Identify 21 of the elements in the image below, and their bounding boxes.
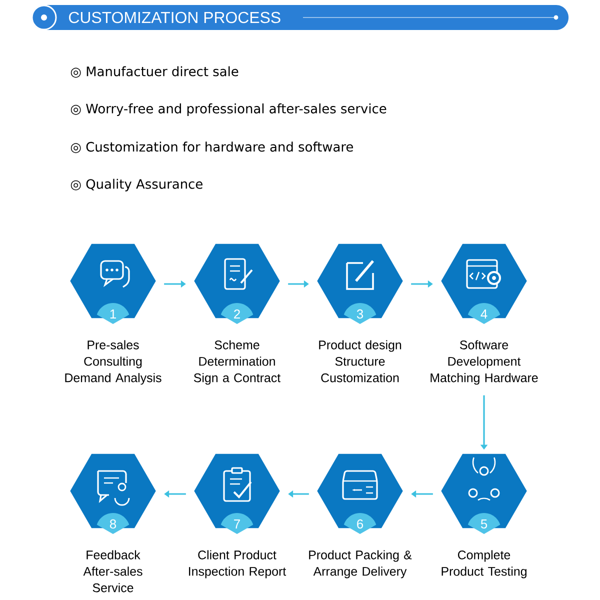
- title-banner: CUSTOMIZATION PROCESS: [31, 4, 568, 30]
- bullet-text: ◎ Quality Assurance: [70, 178, 202, 192]
- step-hexagon: 6 Product Packing & Arrange Delivery: [309, 454, 412, 578]
- node-label: Software Development Matching Hardware: [430, 340, 538, 385]
- node-label: Product design Structure Customization: [319, 340, 402, 382]
- step-hexagon: 1 Pre-sales Consulting Demand Analysis: [65, 244, 162, 385]
- bullet-text: ◎ Manufactuer direct sale: [70, 66, 238, 78]
- step-hexagon: 4 Software Development Matching Hardware: [430, 244, 538, 385]
- step-hexagon: 2 Scheme Determination Sign a Contract: [194, 244, 280, 385]
- node-label: Pre-sales Consulting Demand Analysis: [65, 340, 162, 385]
- node-label: Complete Product Testing: [442, 550, 526, 578]
- bullet-text: ◎ Worry-free and professional after-sales service: [70, 103, 386, 116]
- node-label: Client Product Inspection Report: [189, 550, 286, 578]
- node-label: Scheme Determination Sign a Contract: [194, 340, 281, 385]
- step-hexagon: 5 Complete Product Testing: [441, 454, 527, 578]
- step-hexagon: 8 Feedback After-sales Service: [70, 454, 156, 592]
- step-hexagon: 3 Product design Structure Customization: [317, 244, 403, 382]
- bullet-text: ◎ Customization for hardware and software: [70, 142, 353, 154]
- node-label: Feedback After-sales Service: [83, 550, 142, 592]
- step-hexagon: 7 Client Product Inspection Report: [189, 454, 286, 578]
- node-label: Product Packing & Arrange Delivery: [309, 550, 412, 578]
